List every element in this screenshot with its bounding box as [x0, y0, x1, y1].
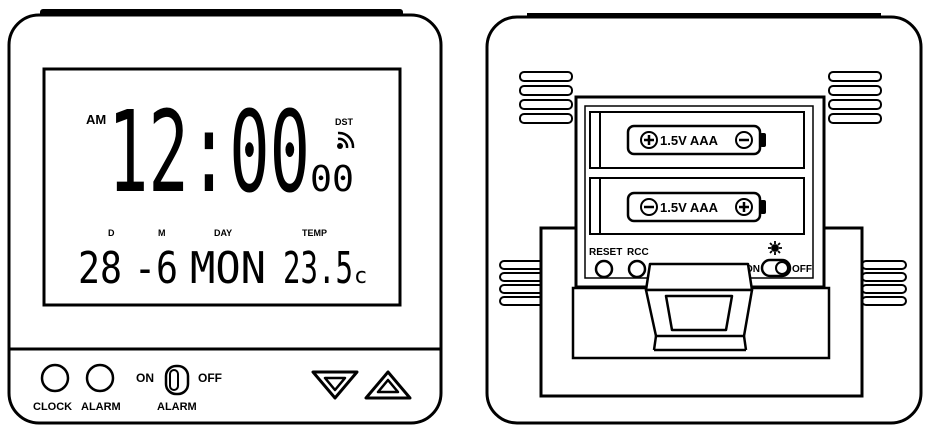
- reset-label: RESET: [589, 247, 622, 258]
- rcc-button[interactable]: [627, 259, 647, 279]
- stand-latch[interactable]: [644, 262, 754, 352]
- temperature: 23.5: [283, 243, 353, 294]
- back-view: 1.5V AAA 1.5V AAA RESET RCC ON: [485, 13, 923, 425]
- battery-top: 1.5V AAA: [589, 111, 805, 169]
- date-month: -6: [134, 243, 178, 294]
- light-switch-on-label: ON: [745, 264, 760, 275]
- reset-button[interactable]: [594, 259, 614, 279]
- vent-top-right: [828, 71, 882, 124]
- clock-button[interactable]: [40, 363, 70, 393]
- vent-bottom-right: [861, 260, 907, 306]
- alarm-button[interactable]: [85, 363, 115, 393]
- date-day-label: D: [108, 228, 115, 238]
- date-day: 28: [78, 243, 122, 294]
- clock-button-label: CLOCK: [33, 401, 72, 413]
- chevron-down-icon: [323, 376, 347, 392]
- up-arrow-button[interactable]: [364, 370, 412, 400]
- temperature-unit: c: [354, 264, 367, 289]
- down-arrow-button[interactable]: [311, 370, 359, 400]
- vent-bottom-left: [499, 260, 545, 306]
- light-switch-off-label: OFF: [792, 264, 812, 275]
- seconds-digits: 00: [310, 159, 354, 200]
- rcc-label: RCC: [627, 247, 649, 258]
- vent-top-left: [519, 71, 573, 124]
- dst-indicator: DST: [335, 117, 354, 127]
- front-view: AM 12:00 00 DST D 28 M -6 DAY MON TEMP 2…: [7, 9, 443, 425]
- battery-bottom: 1.5V AAA: [589, 177, 805, 235]
- date-month-label: M: [158, 228, 166, 238]
- weekday: MON: [190, 243, 266, 294]
- battery-bottom-label: 1.5V AAA: [660, 200, 719, 215]
- light-switch[interactable]: [760, 258, 792, 278]
- temp-label: TEMP: [302, 228, 327, 238]
- time-digits: 12:00: [108, 88, 310, 218]
- alarm-button-label: ALARM: [81, 401, 121, 413]
- alarm-switch[interactable]: [164, 364, 190, 396]
- radio-signal-icon: [337, 131, 355, 149]
- weekday-label: DAY: [214, 228, 232, 238]
- alarm-switch-off-label: OFF: [198, 371, 222, 385]
- light-icon: [768, 241, 782, 255]
- battery-top-label: 1.5V AAA: [660, 133, 719, 148]
- chevron-up-icon: [376, 378, 400, 394]
- lcd-display: [42, 67, 402, 307]
- am-indicator: AM: [86, 112, 106, 127]
- alarm-switch-on-label: ON: [136, 371, 154, 385]
- alarm-switch-caption: ALARM: [157, 401, 197, 413]
